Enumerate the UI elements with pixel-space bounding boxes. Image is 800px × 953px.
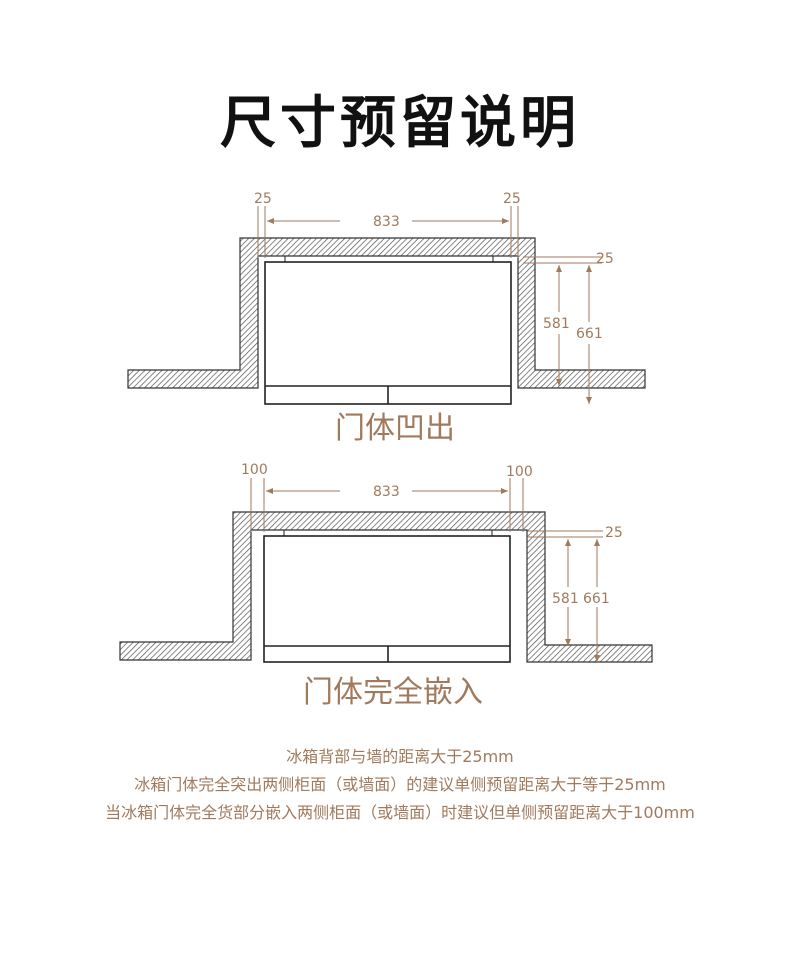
diagram-door-protruding: 25 25 833 25 581 661 门体凹出 (127, 191, 646, 446)
wall-niche (119, 511, 653, 663)
side-gap-left-label: 25 (254, 191, 272, 207)
side-gap-right-label: 25 (503, 191, 521, 207)
diagram-door-fully-embedded: 100 100 833 25 581 661 门体完全嵌入 (119, 462, 653, 710)
cabinet-depth-label: 581 (552, 591, 579, 607)
note-side-clearance-protruding: 冰箱门体完全突出两侧柜面（或墙面）的建议单侧预留距离大于等于25mm (134, 775, 666, 794)
dimension-lines (257, 206, 602, 404)
width-label: 833 (373, 484, 400, 500)
total-depth-label: 661 (583, 591, 610, 607)
back-gap-label: 25 (605, 525, 623, 541)
width-label: 833 (373, 214, 400, 230)
fridge (263, 530, 511, 663)
fridge (264, 256, 512, 405)
cabinet-depth-label: 581 (543, 316, 570, 332)
note-back-clearance: 冰箱背部与墙的距离大于25mm (286, 747, 514, 766)
side-gap-left-label: 100 (241, 462, 268, 478)
wall-niche (127, 237, 646, 389)
note-side-clearance-embedded: 当冰箱门体完全货部分嵌入两侧柜面（或墙面）时建议但单侧预留距离大于100mm (105, 803, 695, 822)
total-depth-label: 661 (576, 326, 603, 342)
diagram-caption: 门体凹出 (335, 411, 455, 446)
dimension-lines (250, 478, 603, 662)
side-gap-right-label: 100 (506, 464, 533, 480)
page-title: 尺寸预留说明 (220, 91, 580, 156)
notes: 冰箱背部与墙的距离大于25mm 冰箱门体完全突出两侧柜面（或墙面）的建议单侧预留… (0, 743, 800, 827)
back-gap-label: 25 (596, 251, 614, 267)
diagram-caption: 门体完全嵌入 (303, 675, 483, 710)
